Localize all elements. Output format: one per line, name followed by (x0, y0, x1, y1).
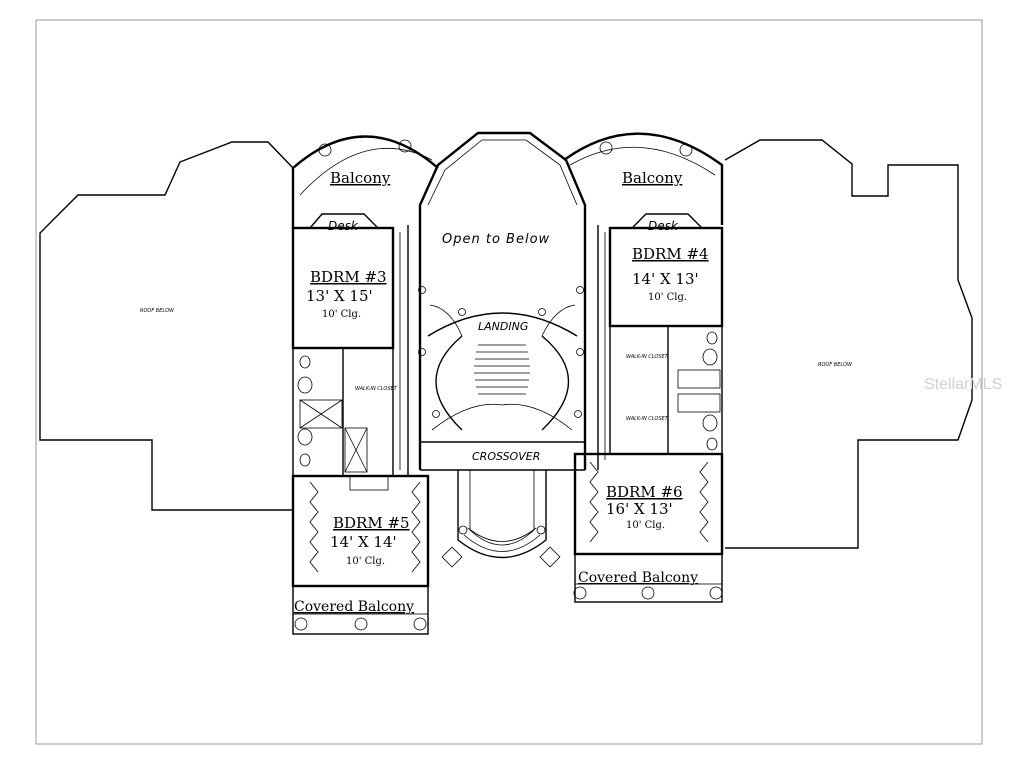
watermark: StellarMLS (924, 376, 1002, 393)
bdrm4-ceiling: 10' Clg. (648, 292, 687, 303)
sink (299, 355, 311, 369)
toilet (702, 414, 718, 432)
column (573, 586, 587, 600)
column (599, 141, 613, 155)
roof-below-left-label: ROOF BELOW (140, 308, 175, 314)
landing-label: LANDING (478, 320, 528, 333)
roof-below-left (39, 141, 294, 511)
sink (706, 331, 718, 345)
bdrm6-ceiling: 10' Clg. (626, 520, 665, 531)
walkin-closet-right-bottom-label: WALK-IN CLOSET (626, 416, 669, 422)
toilet (297, 428, 313, 446)
desk-left-shape (308, 213, 380, 229)
sink (706, 437, 718, 451)
bdrm5-ceiling: 10' Clg. (346, 556, 385, 567)
open-to-below-outline (418, 131, 587, 470)
open-to-below-label: Open to Below (442, 232, 550, 247)
walkin-closet-left-label: WALK-IN CLOSET (355, 386, 398, 392)
stair-treads (474, 344, 530, 395)
desk-left-label: Desk (328, 219, 359, 233)
covered-balcony-right-label: Covered Balcony (578, 570, 698, 586)
bdrm4-name: BDRM #4 (632, 245, 709, 263)
balcony-right-arc (563, 132, 724, 225)
bdrm3-ceiling: 10' Clg. (322, 309, 361, 320)
bdrm4-size: 14' X 13' (632, 270, 699, 288)
balcony-right-label: Balcony (622, 169, 683, 187)
toilet (297, 376, 313, 394)
column (679, 143, 693, 157)
roof-below-right-label: ROOF BELOW (818, 362, 853, 368)
bdrm6-size: 16' X 13' (606, 500, 673, 518)
bdrm6-name: BDRM #6 (606, 483, 683, 501)
drawing-frame (35, 19, 983, 745)
column (354, 617, 368, 631)
desk-right-shape (630, 213, 704, 229)
toilet (702, 348, 718, 366)
crossover-label: CROSSOVER (472, 450, 540, 463)
bdrm3-name: BDRM #3 (310, 268, 387, 286)
balcony-left-label: Balcony (330, 169, 391, 187)
column (398, 139, 412, 153)
column (413, 617, 427, 631)
bath-right (609, 325, 723, 455)
front-entry (457, 470, 547, 559)
bdrm5-name: BDRM #5 (333, 514, 410, 532)
column (294, 617, 308, 631)
desk-right-label: Desk (648, 219, 679, 233)
landing-arc (427, 312, 578, 337)
bdrm5-size: 14' X 14' (330, 533, 397, 551)
stair-left-curve (435, 335, 463, 431)
bdrm3-size: 13' X 15' (306, 287, 373, 305)
column (641, 586, 655, 600)
sink (299, 453, 311, 467)
stair-right-curve (541, 335, 570, 431)
walkin-closet-right-top-label: WALK-IN CLOSET (626, 354, 669, 360)
covered-balcony-left-label: Covered Balcony (294, 599, 414, 615)
column (318, 143, 332, 157)
roof-below-right (724, 139, 973, 549)
column (709, 586, 723, 600)
